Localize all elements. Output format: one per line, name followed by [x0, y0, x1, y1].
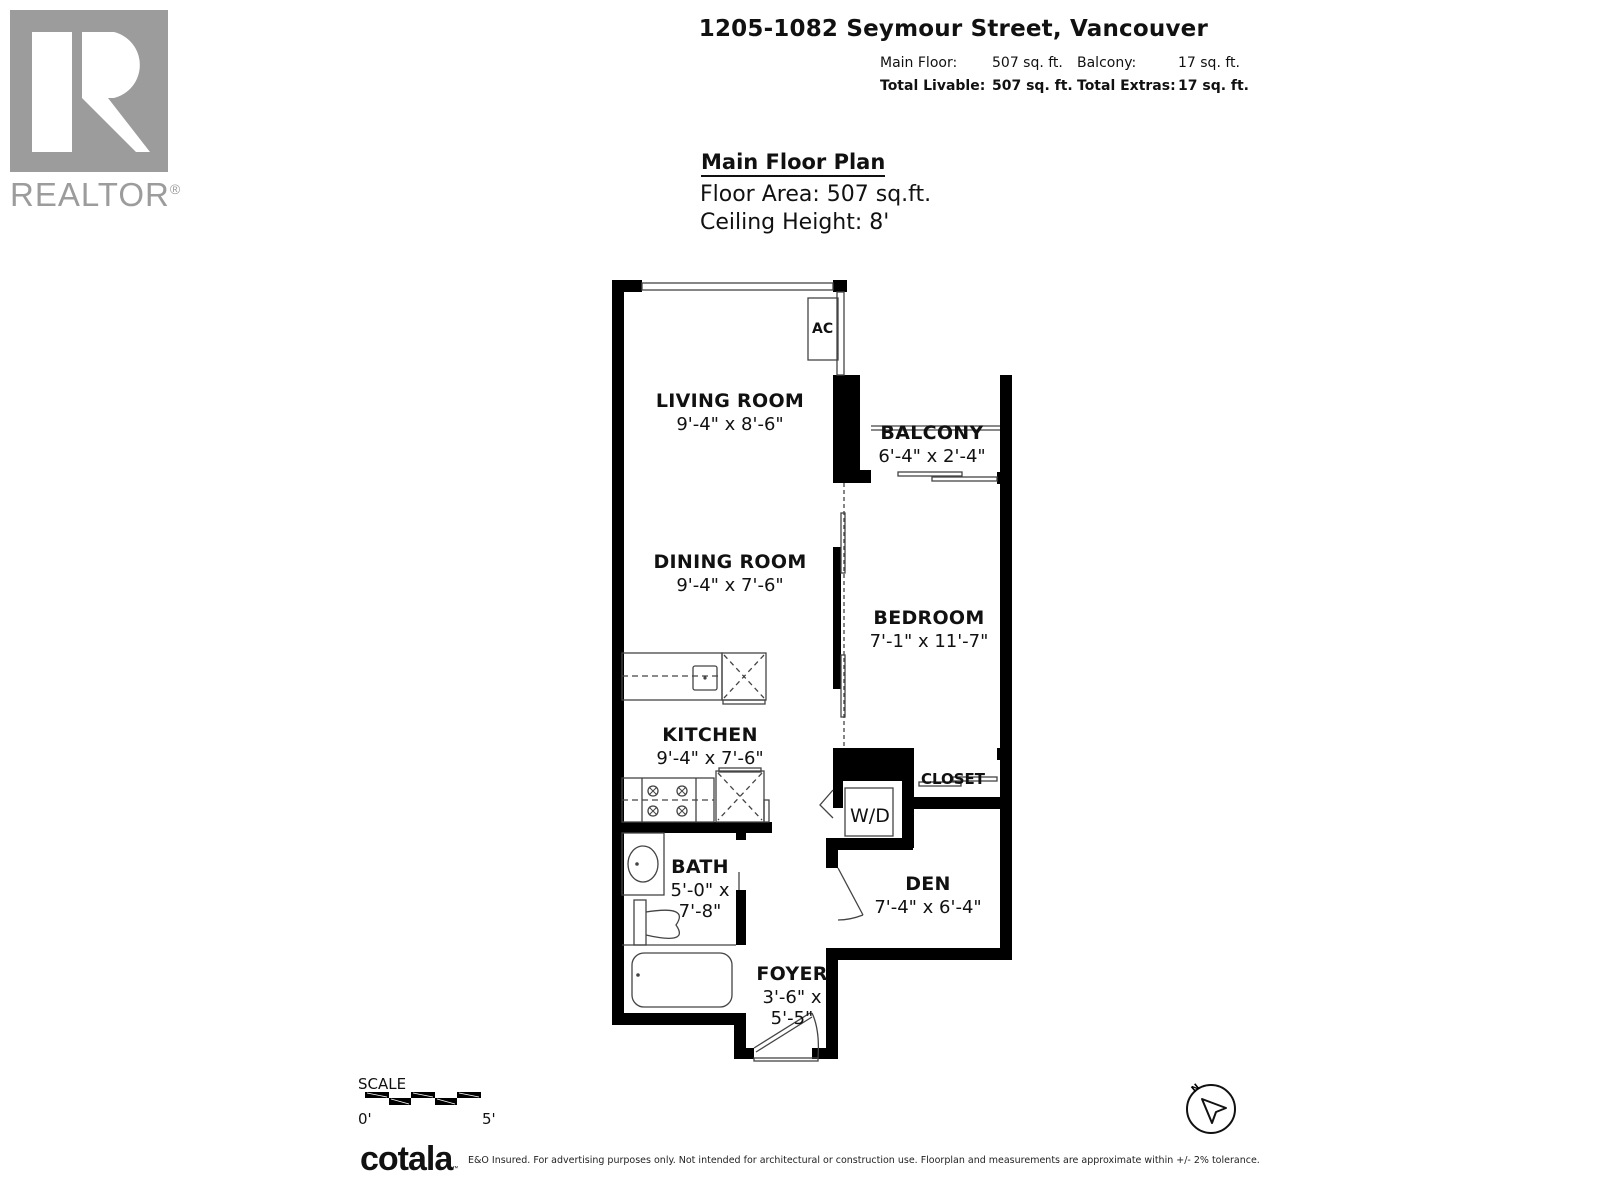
main-floor-label: Main Floor: — [880, 55, 958, 71]
room-kitchen: KITCHEN 9'-4" x 7'-6" — [656, 724, 763, 769]
room-name: KITCHEN — [662, 724, 758, 746]
balcony-value: 17 sq. ft. — [1178, 55, 1240, 71]
room-dimensions: 9'-4" x 8'-6" — [676, 414, 784, 435]
cotala-logo: cotala™ — [360, 1140, 458, 1179]
room-dimensions-line2: 7'-8" — [678, 901, 722, 922]
area-summary: Main Floor: 507 sq. ft. Balcony: 17 sq. … — [0, 55, 1600, 101]
scale-label: SCALE — [358, 1075, 407, 1093]
balcony-label: Balcony: — [1077, 55, 1137, 71]
room-den: DEN 7'-4" x 6'-4" — [874, 873, 981, 918]
room-bedroom: BEDROOM 7'-1" x 11'-7" — [870, 607, 989, 652]
room-dimensions: 7'-4" x 6'-4" — [874, 897, 982, 918]
room-dimensions-line1: 5'-0" x — [670, 880, 730, 901]
room-balcony: BALCONY 6'-4" x 2'-4" — [878, 422, 985, 467]
ceiling-height: Ceiling Height: 8' — [700, 210, 890, 235]
cotala-trademark: ™ — [452, 1166, 458, 1172]
room-dimensions-line2: 5'-5" — [770, 1008, 814, 1029]
plan-title: Main Floor Plan — [701, 150, 886, 177]
room-closet: CLOSET — [921, 770, 985, 788]
total-extras-label: Total Extras: — [1077, 78, 1176, 94]
room-name: CLOSET — [920, 770, 986, 788]
realtor-logo: REALTOR® — [10, 10, 180, 214]
scale-bar-icon — [365, 1092, 481, 1105]
room-dimensions: 9'-4" x 7'-6" — [656, 748, 764, 769]
room-name: FOYER — [756, 963, 828, 985]
room-name: BATH — [671, 856, 729, 878]
room-living: LIVING ROOM 9'-4" x 8'-6" — [656, 390, 804, 435]
scale-start: 0' — [358, 1110, 372, 1128]
compass-north-arrow-icon: N — [1186, 1082, 1236, 1134]
washer-dryer-label: W/D — [850, 805, 890, 827]
total-extras-value: 17 sq. ft. — [1178, 78, 1250, 94]
room-bath: BATH 5'-0" x 7'-8" — [670, 856, 729, 922]
room-dimensions: 7'-1" x 11'-7" — [869, 631, 989, 652]
disclaimer-text: E&O Insured. For advertising purposes on… — [468, 1155, 1260, 1166]
registered-mark: ® — [169, 181, 182, 197]
room-dimensions: 6'-4" x 2'-4" — [878, 446, 986, 467]
total-livable-label: Total Livable: — [880, 78, 986, 94]
room-name: BALCONY — [880, 422, 984, 444]
property-address: 1205-1082 Seymour Street, Vancouver — [698, 16, 1208, 42]
room-name: DINING ROOM — [653, 551, 807, 573]
realtor-brand-label: REALTOR — [10, 176, 170, 213]
area-row-main: Main Floor: 507 sq. ft. Balcony: 17 sq. … — [0, 55, 1600, 78]
room-dining: DINING ROOM 9'-4" x 7'-6" — [653, 551, 806, 596]
ac-unit-label: AC — [812, 321, 834, 337]
room-foyer: FOYER 3'-6" x 5'-5" — [756, 963, 827, 1029]
floor-area: Floor Area: 507 sq.ft. — [700, 182, 932, 207]
area-row-totals: Total Livable: 507 sq. ft. Total Extras:… — [0, 78, 1600, 101]
realtor-r-icon — [10, 10, 168, 172]
cotala-brand: cotala — [360, 1140, 453, 1178]
total-livable-value: 507 sq. ft. — [992, 78, 1073, 94]
scale-end: 5' — [482, 1110, 496, 1128]
room-dimensions: 9'-4" x 7'-6" — [676, 575, 784, 596]
room-name: DEN — [905, 873, 951, 895]
main-floor-value: 507 sq. ft. — [992, 55, 1063, 71]
compass-north-label: N — [1190, 1082, 1202, 1095]
room-name: BEDROOM — [873, 607, 985, 629]
room-name: LIVING ROOM — [655, 390, 805, 412]
room-dimensions-line1: 3'-6" x — [762, 987, 822, 1008]
